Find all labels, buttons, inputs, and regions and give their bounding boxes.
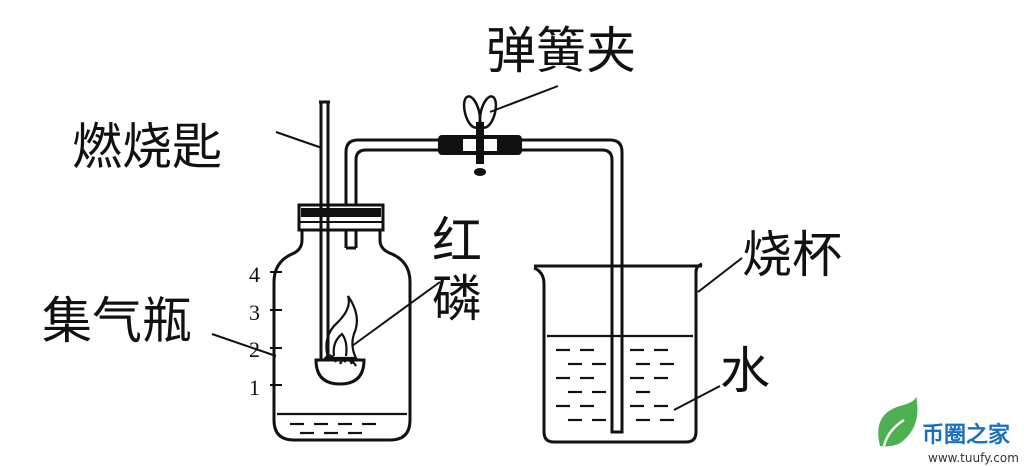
spoon-leader (275, 131, 323, 149)
beaker (533, 262, 703, 444)
watermark-url: www.tuufy.com (928, 451, 1019, 465)
water-leader (673, 385, 721, 411)
label-spring-clamp: 弹簧夹 (486, 22, 636, 80)
beaker-water (547, 334, 693, 422)
watermark-logo (878, 396, 918, 447)
short-tube (344, 230, 358, 250)
combustion-spoon (314, 100, 366, 386)
clamp-leader (489, 85, 559, 113)
bottle-leader (211, 333, 277, 357)
scale-mark-4: 4 (249, 262, 260, 287)
label-red-phosphorus-1: 红 (432, 212, 482, 270)
scale-mark-1: 1 (249, 375, 260, 400)
gas-collecting-bottle (272, 228, 412, 442)
phosphorus-flame (323, 295, 359, 367)
label-combustion-spoon: 燃烧匙 (72, 118, 222, 176)
rubber-stopper (297, 203, 385, 232)
scale-mark-3: 3 (249, 300, 260, 325)
phosphorus-leader (351, 281, 441, 347)
connecting-tube (344, 138, 624, 434)
bottle-water (277, 412, 407, 435)
spring-clamp (462, 95, 498, 176)
label-water: 水 (720, 342, 770, 400)
label-gas-bottle: 集气瓶 (42, 292, 192, 350)
watermark-name: 币圈之家 (922, 422, 1011, 448)
label-red-phosphorus-2: 磷 (432, 270, 482, 328)
bottle-scale (270, 271, 282, 386)
beaker-leader (697, 257, 743, 293)
label-beaker: 烧杯 (742, 226, 842, 284)
